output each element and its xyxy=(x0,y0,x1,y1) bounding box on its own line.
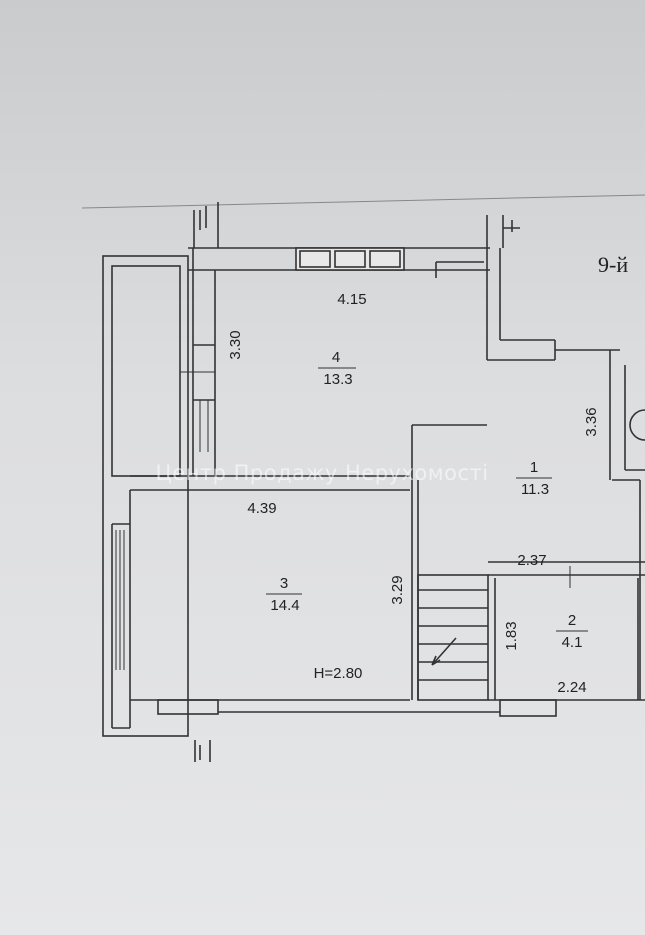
dim-bath-width: 2.24 xyxy=(557,679,586,696)
room-3-number: 3 xyxy=(280,575,288,592)
dim-room1-depth: 3.36 xyxy=(583,407,600,436)
room-3-area: 14.4 xyxy=(270,597,299,614)
reference-line xyxy=(81,194,645,209)
floor-label: 9-й xyxy=(598,252,628,277)
dim-hall-width: 2.37 xyxy=(517,552,546,569)
dim-room3-width: 4.39 xyxy=(247,500,276,517)
room-4-number: 4 xyxy=(332,349,340,366)
dim-room4-width: 4.15 xyxy=(337,291,366,308)
room-4-area: 13.3 xyxy=(323,371,352,388)
ceiling-height: H=2.80 xyxy=(314,665,363,682)
watermark: Центр Продажу Нерухомості xyxy=(155,461,488,485)
room-1-area: 11.3 xyxy=(521,481,549,498)
dim-room3-depth: 3.29 xyxy=(389,575,406,604)
dim-bath-depth: 1.83 xyxy=(503,621,520,650)
room-2-area: 4.1 xyxy=(562,634,583,651)
room-2-number: 2 xyxy=(568,612,576,629)
room-1-number: 1 xyxy=(530,459,538,476)
walls xyxy=(102,202,645,762)
dim-room4-depth: 3.30 xyxy=(227,330,244,359)
